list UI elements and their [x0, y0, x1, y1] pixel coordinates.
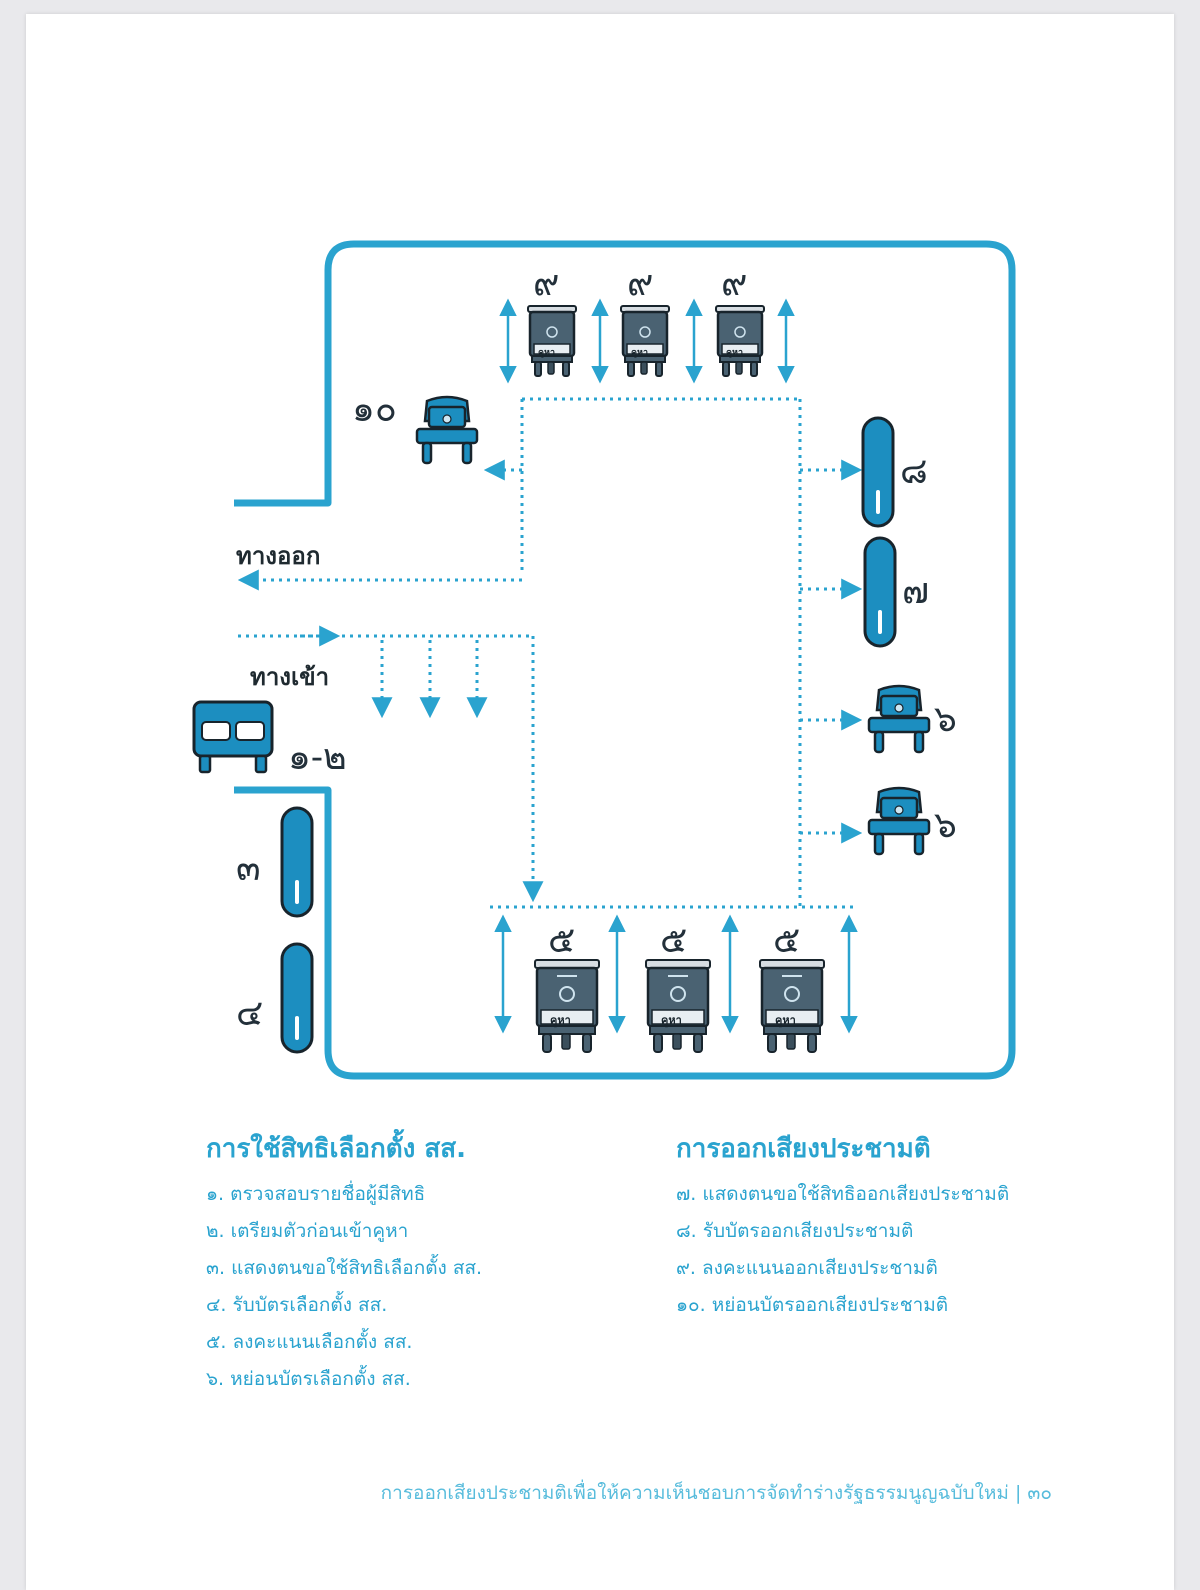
booth-sign: คูหา [631, 348, 649, 358]
legend-item: ๑๐. หย่อนบัตรออกเสียงประชามติ [676, 1294, 949, 1316]
legend-election: การใช้สิทธิเลือกตั้ง สส. ๑. ตรวจสอบรายชื… [206, 1128, 482, 1401]
station-number-6b: ๖ [934, 805, 957, 846]
legend-item: ๓. แสดงตนขอใช้สิทธิเลือกตั้ง สส. [206, 1257, 483, 1279]
station-number-9b: ๙ [627, 263, 654, 304]
voting-booth-election-1 [533, 958, 601, 1054]
booth-sign: คูหา [726, 348, 744, 358]
voting-booth-election-2 [644, 958, 712, 1054]
booth-spacing-arrows [494, 298, 858, 1034]
legend-item: ๒. เตรียมตัวก่อนเข้าคูหา [206, 1220, 409, 1242]
document-page [26, 14, 1174, 1590]
booth-sign: คูหา [661, 1014, 682, 1027]
legend-item: ๙. ลงคะแนนออกเสียงประชามติ [676, 1257, 938, 1279]
check-desk [192, 700, 274, 774]
legend-referendum: การออกเสียงประชามติ ๗. แสดงตนขอใช้สิทธิอ… [676, 1128, 1009, 1327]
table-referendum-ballot [861, 416, 895, 528]
station-number-5c: ๕ [773, 920, 801, 961]
legend-item: ๔. รับบัตรเลือกตั้ง สส. [206, 1294, 388, 1316]
ballot-box-referendum [415, 395, 479, 465]
legend-item: ๖. หย่อนบัตรเลือกตั้ง สส. [206, 1368, 411, 1390]
table-referendum-identity [863, 536, 897, 648]
page-footer: การออกเสียงประชามติเพื่อให้ความเห็นชอบกา… [380, 1482, 1052, 1504]
legend-item: ๗. แสดงตนขอใช้สิทธิออกเสียงประชามติ [676, 1183, 1010, 1205]
ballot-box-election-1 [867, 684, 931, 754]
station-number-1-2: ๑-๒ [288, 737, 347, 778]
station-number-9c: ๙ [721, 263, 748, 304]
station-number-4: ๔ [236, 993, 264, 1034]
booth-sign: คูหา [775, 1014, 796, 1027]
station-number-3: ๓ [236, 848, 261, 889]
booth-sign: คูหา [538, 348, 556, 358]
station-number-5a: ๕ [548, 920, 576, 961]
legend-referendum-title: การออกเสียงประชามติ [676, 1134, 931, 1164]
table-election-identity [280, 806, 314, 918]
legend-item: ๑. ตรวจสอบรายชื่อผู้มีสิทธิ [206, 1183, 426, 1205]
exit-label: ทางออก [236, 542, 321, 570]
voting-booth-referendum-3 [714, 304, 766, 378]
booth-sign: คูหา [550, 1014, 571, 1027]
voting-booth-referendum-1 [526, 304, 578, 378]
station-number-8: ๘ [900, 451, 928, 492]
legend-item: ๘. รับบัตรออกเสียงประชามติ [676, 1220, 914, 1242]
station-number-6a: ๖ [934, 699, 957, 740]
station-number-7: ๗ [902, 571, 930, 612]
voting-booth-referendum-2 [619, 304, 671, 378]
legend-item: ๕. ลงคะแนนเลือกตั้ง สส. [206, 1331, 413, 1353]
station-number-10: ๑๐ [352, 389, 397, 430]
legend-election-title: การใช้สิทธิเลือกตั้ง สส. [206, 1134, 466, 1164]
entrance-label: ทางเข้า [250, 663, 330, 691]
ballot-box-election-2 [867, 786, 931, 856]
station-number-5b: ๕ [660, 920, 688, 961]
table-election-ballot [280, 942, 314, 1054]
voting-booth-election-3 [758, 958, 826, 1054]
room-wall [234, 240, 1016, 1080]
flow-paths [237, 397, 863, 909]
station-number-9a: ๙ [533, 263, 560, 304]
